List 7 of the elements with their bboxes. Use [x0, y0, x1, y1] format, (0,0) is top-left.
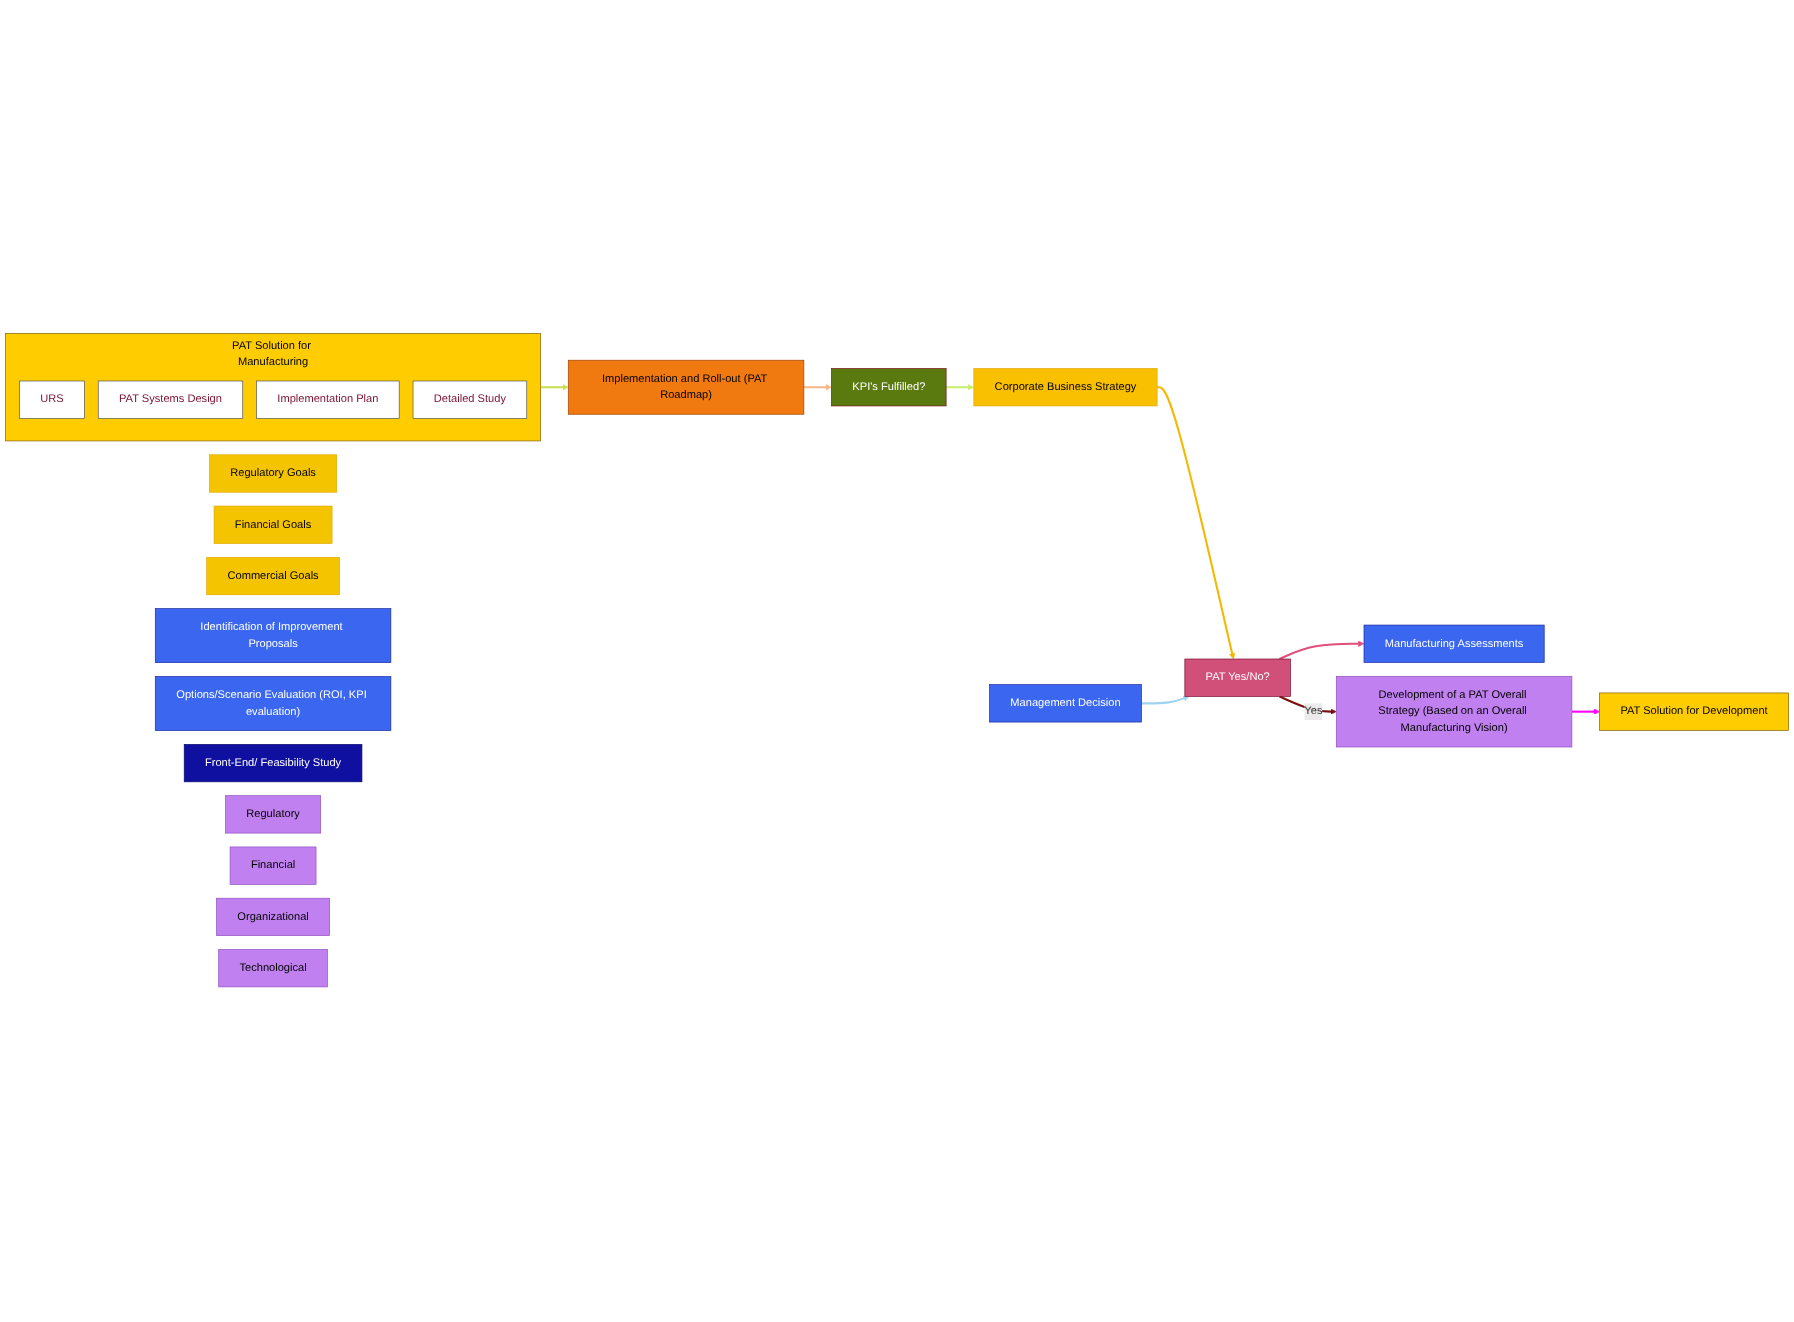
arrow: [1141, 696, 1190, 706]
arrow: [1571, 709, 1600, 716]
arrow: [946, 384, 975, 392]
arrow: [1279, 641, 1365, 661]
arrow: [1157, 386, 1236, 661]
arrow: [540, 384, 569, 392]
arrow: [803, 384, 832, 392]
